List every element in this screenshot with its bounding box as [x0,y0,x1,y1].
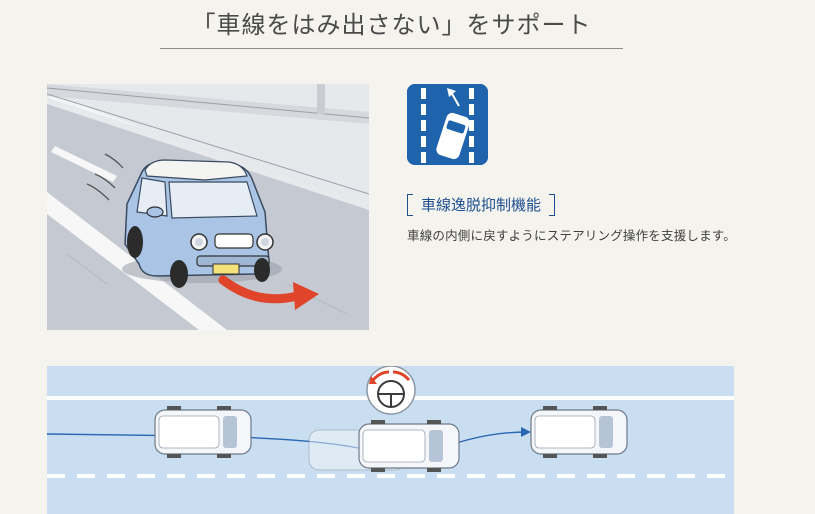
car-top-view-1 [154,406,252,458]
lane-assist-diagram [47,366,734,514]
feature-description: 車線の内側に戻すようにステアリング操作を支援します。 [407,228,736,243]
heading-bracket-left [407,194,413,216]
car-top-view-2 [358,420,460,472]
car-top-view-3 [530,406,628,458]
heading-bracket-right [549,194,556,216]
car-illustration [47,84,369,330]
feature-heading: 車線逸脱抑制機能 [407,193,556,217]
feature-heading-text: 車線逸脱抑制機能 [421,196,542,214]
page-title: 「車線をはみ出さない」をサポート [191,11,592,39]
steering-wheel-icon [366,366,416,415]
title-divider [160,48,623,49]
lane-departure-icon [407,84,488,165]
